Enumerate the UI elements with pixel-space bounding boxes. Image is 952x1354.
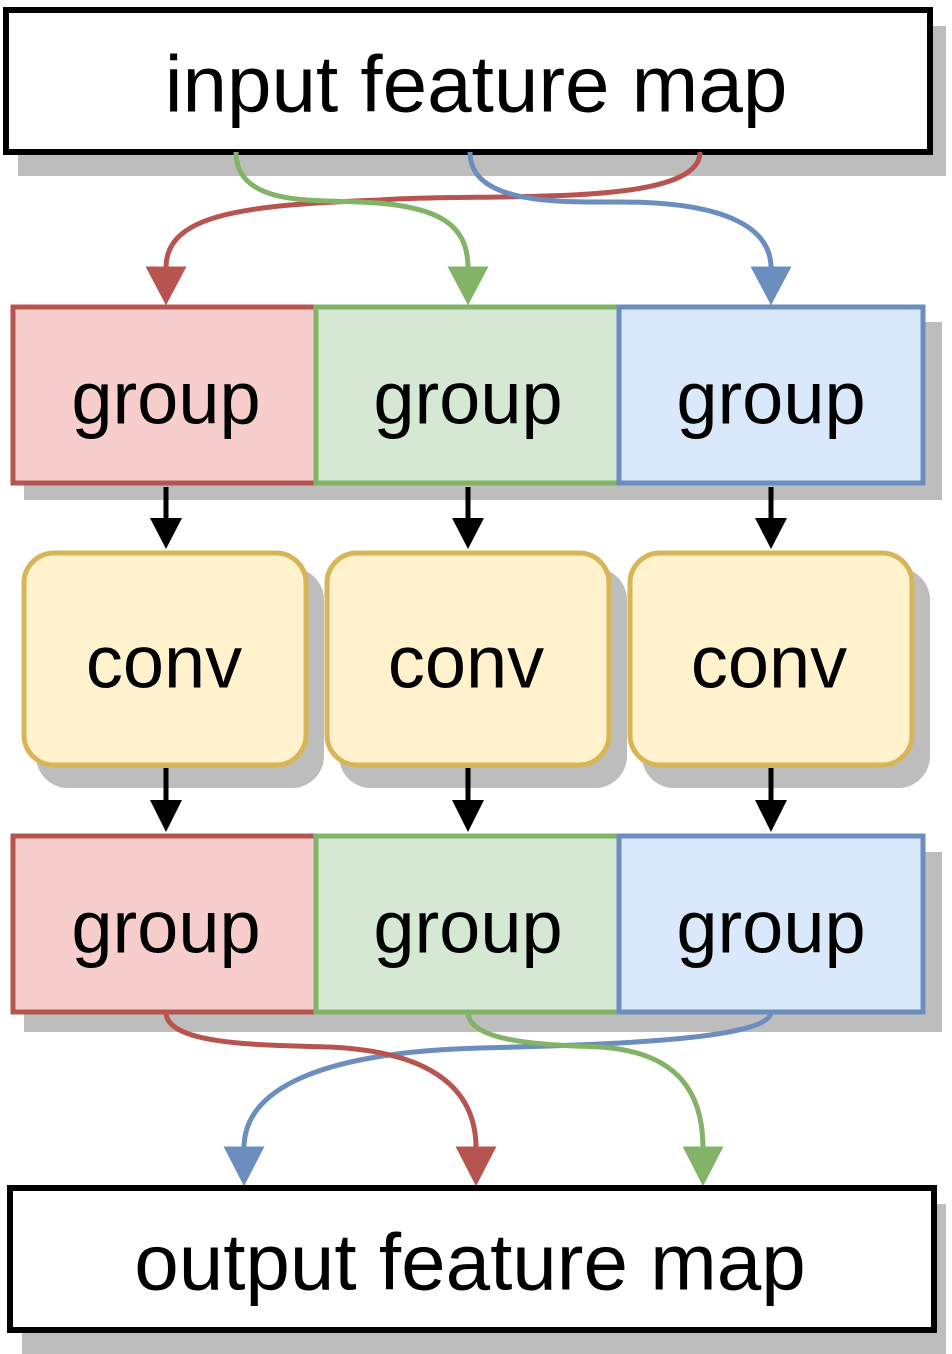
arrows-group-to-conv [150, 487, 787, 549]
route-green-out [465, 1011, 706, 1149]
top-group-row: group group group [10, 304, 942, 500]
conv-3-label: conv [691, 621, 847, 704]
conv-3: conv [627, 550, 930, 788]
input-feature-map: input feature map [3, 7, 946, 176]
output-feature-map-label: output feature map [134, 1218, 806, 1307]
arrowhead-to-conv-2 [452, 518, 484, 549]
arrowhead-to-conv-3 [755, 518, 787, 549]
route-blue-in [467, 151, 774, 269]
route-green-in [233, 151, 471, 269]
arrowhead-red-out [455, 1146, 497, 1187]
route-blue-out [241, 1011, 774, 1149]
conv-row: conv conv conv [21, 550, 930, 788]
arrowhead-red-in [145, 266, 187, 306]
bottom-group-3-label: group [676, 886, 865, 969]
output-feature-map: output feature map [7, 1185, 946, 1354]
top-group-1: group [10, 304, 319, 486]
arrowhead-green-in [447, 266, 489, 306]
arrowhead-green-out [682, 1146, 724, 1187]
route-red-in [163, 151, 703, 269]
bottom-group-row: group group group [10, 833, 942, 1032]
conv-2-label: conv [388, 621, 544, 704]
bottom-group-1: group [10, 833, 319, 1015]
top-group-2: group [313, 304, 622, 486]
input-feature-map-label: input feature map [165, 40, 788, 129]
top-group-1-label: group [71, 357, 260, 440]
arrowhead-to-group-1 [150, 800, 182, 832]
bottom-group-2-label: group [373, 886, 562, 969]
output-routing [163, 1011, 774, 1187]
arrowhead-blue-out [223, 1146, 265, 1187]
bottom-group-1-label: group [71, 886, 260, 969]
arrowhead-to-group-3 [755, 800, 787, 832]
conv-1-label: conv [86, 621, 242, 704]
arrowhead-to-group-2 [452, 800, 484, 832]
arrowhead-to-conv-1 [150, 518, 182, 549]
input-routing [145, 151, 792, 306]
conv-1: conv [21, 550, 324, 788]
bottom-group-2: group [313, 833, 622, 1015]
bottom-group-3: group [616, 833, 926, 1015]
conv-2: conv [324, 550, 627, 788]
top-group-3-label: group [676, 357, 865, 440]
arrows-conv-to-group [150, 768, 787, 832]
arrowhead-blue-in [750, 266, 792, 306]
top-group-2-label: group [373, 357, 562, 440]
top-group-3: group [616, 304, 926, 486]
route-red-out [163, 1011, 479, 1149]
